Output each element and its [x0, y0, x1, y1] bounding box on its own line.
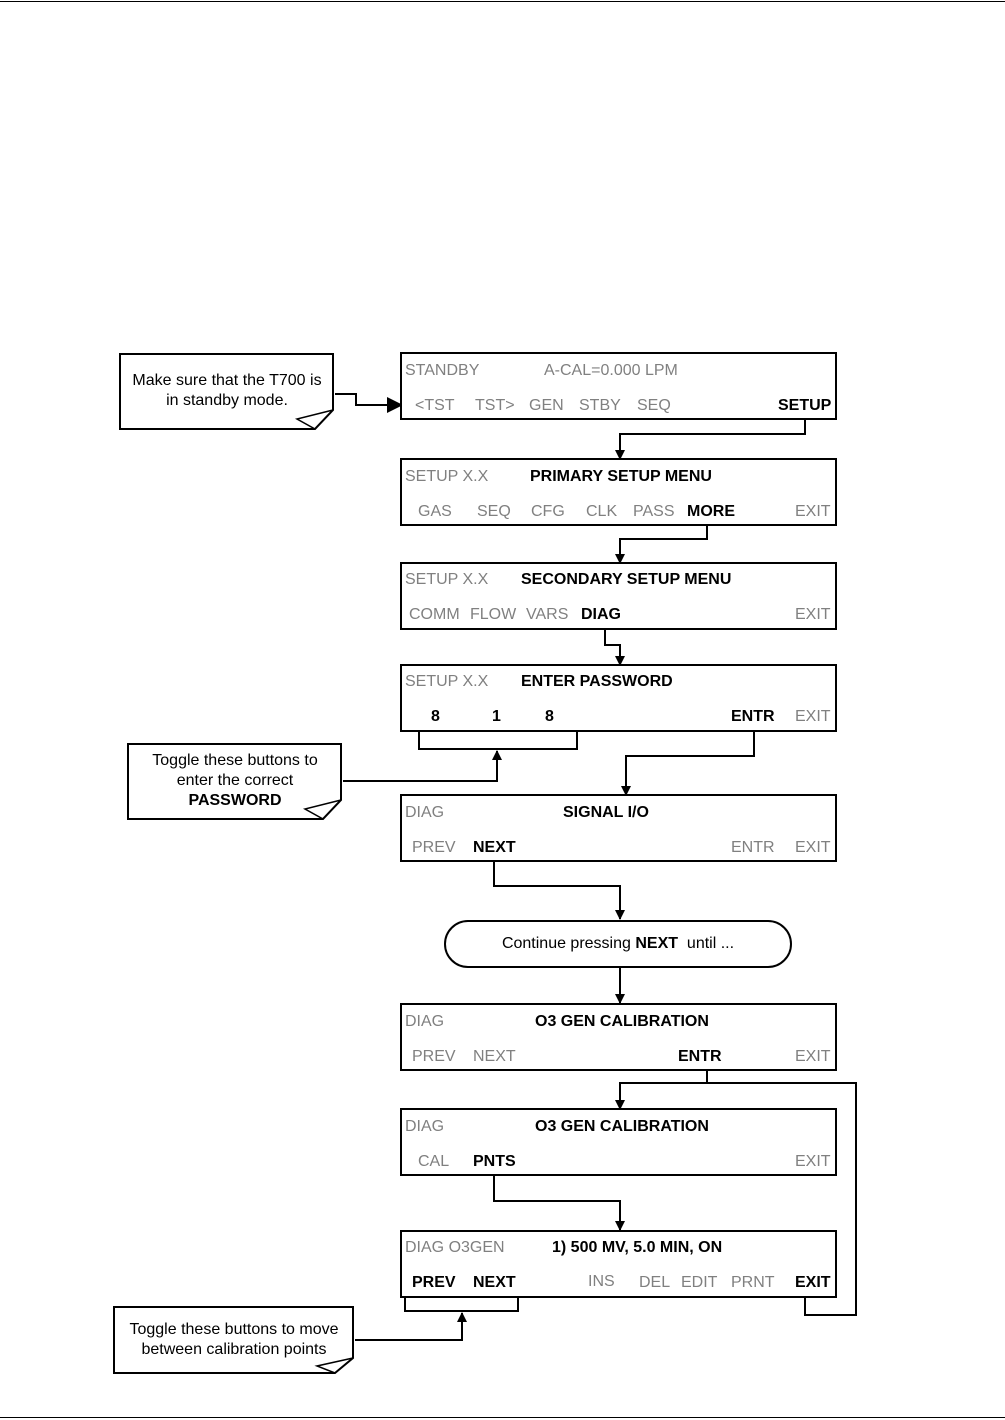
setup-button[interactable]: SETUP [778, 397, 832, 414]
calibration-points-screen: DIAG O3GEN 1) 500 MV, 5.0 MIN, ON PREV N… [400, 1230, 837, 1298]
prnt-button[interactable]: PRNT [731, 1274, 775, 1291]
calibration-points-note: Toggle these buttons to move between cal… [113, 1306, 355, 1375]
note-callout-shape [127, 743, 342, 820]
continue-text-after: until ... [678, 935, 735, 952]
screen-mode: DIAG [405, 1118, 445, 1135]
note-callout-shape [113, 1306, 354, 1374]
screen-title: SECONDARY SETUP MENU [521, 571, 732, 588]
exit-button[interactable]: EXIT [795, 1153, 831, 1170]
tst-next-button[interactable]: TST> [475, 397, 515, 414]
stby-button[interactable]: STBY [579, 397, 621, 414]
enter-password-screen: SETUP X.X ENTER PASSWORD 8 1 8 ENTR EXIT [400, 664, 837, 732]
arrow-exit-loop [707, 1082, 857, 1316]
note-callout-shape [119, 353, 334, 430]
next-button[interactable]: NEXT [473, 1274, 516, 1291]
o3-gen-calibration-screen: DIAG O3 GEN CALIBRATION PREV NEXT ENTR E… [400, 1003, 837, 1071]
ins-button[interactable]: INS [588, 1273, 615, 1290]
screen-mode: DIAG [405, 1013, 445, 1030]
screen-mode: SETUP X.X [405, 571, 489, 588]
prev-button[interactable]: PREV [412, 839, 456, 856]
entr-button[interactable]: ENTR [731, 708, 775, 725]
vars-button[interactable]: VARS [526, 606, 569, 623]
note-line: Toggle these buttons to [152, 752, 318, 769]
screen-title: PRIMARY SETUP MENU [530, 468, 712, 485]
seq-button[interactable]: SEQ [477, 503, 511, 520]
o3-gen-calibration-menu-screen: DIAG O3 GEN CALIBRATION CAL PNTS EXIT [400, 1108, 837, 1176]
arrow-note-to-standby [334, 393, 403, 413]
note-line: between calibration points [141, 1341, 327, 1358]
continue-text-bold: NEXT [635, 935, 679, 952]
exit-button[interactable]: EXIT [795, 1048, 831, 1065]
prev-button[interactable]: PREV [412, 1048, 456, 1065]
password-digit-2[interactable]: 1 [492, 708, 501, 725]
screen-mode: DIAG O3GEN [405, 1239, 505, 1256]
arrow-more-to-secondary [615, 526, 708, 564]
screen-status: A-CAL=0.000 LPM [544, 362, 678, 379]
note-line: in standby mode. [166, 392, 288, 409]
exit-button[interactable]: EXIT [795, 839, 831, 856]
signal-io-screen: DIAG SIGNAL I/O PREV NEXT ENTR EXIT [400, 794, 837, 862]
password-digit-3[interactable]: 8 [545, 708, 554, 725]
arrow-diag-to-password [604, 628, 625, 666]
gas-button[interactable]: GAS [418, 503, 452, 520]
password-digit-1[interactable]: 8 [431, 708, 440, 725]
exit-button[interactable]: EXIT [795, 708, 831, 725]
screen-mode: SETUP X.X [405, 468, 489, 485]
del-button[interactable]: DEL [639, 1274, 671, 1291]
standby-screen: STANDBY A-CAL=0.000 LPM <TST TST> GEN ST… [400, 352, 837, 420]
diag-button[interactable]: DIAG [581, 606, 621, 623]
note-line-bold: PASSWORD [188, 792, 282, 809]
arrow-entr-to-signal-io [621, 731, 755, 796]
bottom-rule [0, 1417, 1005, 1418]
entr-button[interactable]: ENTR [678, 1048, 722, 1065]
note-line: Make sure that the T700 is [132, 372, 322, 389]
arrow-pnts-to-points [493, 1175, 625, 1231]
top-rule [0, 1, 1005, 2]
exit-button[interactable]: EXIT [795, 606, 831, 623]
continue-instruction: Continue pressing NEXT until ... [444, 920, 792, 968]
screen-mode: STANDBY [405, 362, 480, 379]
primary-setup-screen: SETUP X.X PRIMARY SETUP MENU GAS SEQ CFG… [400, 458, 837, 526]
arrow-next-to-continue [493, 860, 625, 920]
tst-prev-button[interactable]: <TST [415, 397, 455, 414]
password-note: Toggle these buttons to enter the correc… [127, 743, 343, 821]
clk-button[interactable]: CLK [586, 503, 618, 520]
next-button[interactable]: NEXT [473, 839, 516, 856]
screen-mode: DIAG [405, 804, 445, 821]
pass-button[interactable]: PASS [633, 503, 675, 520]
arrow-note-to-digits [342, 750, 502, 782]
more-button[interactable]: MORE [687, 503, 735, 520]
note-line: enter the correct [176, 772, 294, 789]
screen-mode: SETUP X.X [405, 673, 489, 690]
cal-button[interactable]: CAL [418, 1153, 450, 1170]
screen-title: 1) 500 MV, 5.0 MIN, ON [552, 1239, 723, 1256]
comm-button[interactable]: COMM [409, 606, 460, 623]
seq-button[interactable]: SEQ [637, 397, 671, 414]
standby-note: Make sure that the T700 is in standby mo… [119, 353, 335, 431]
arrow-entr-to-o3cal-menu [615, 1070, 708, 1110]
arrow-note-to-prev-next [354, 1312, 467, 1341]
prev-button[interactable]: PREV [412, 1274, 456, 1291]
secondary-setup-screen: SETUP X.X SECONDARY SETUP MENU COMM FLOW… [400, 562, 837, 630]
entr-button[interactable]: ENTR [731, 839, 775, 856]
exit-button[interactable]: EXIT [795, 503, 831, 520]
screen-title: ENTER PASSWORD [521, 673, 673, 690]
cfg-button[interactable]: CFG [531, 503, 565, 520]
next-button[interactable]: NEXT [473, 1048, 516, 1065]
edit-button[interactable]: EDIT [681, 1274, 718, 1291]
continue-text-before: Continue pressing [501, 935, 636, 952]
arrow-setup-to-primary [615, 420, 806, 460]
note-line: Toggle these buttons to move [129, 1321, 339, 1338]
exit-button[interactable]: EXIT [795, 1274, 831, 1291]
screen-title: SIGNAL I/O [563, 804, 649, 821]
screen-title: O3 GEN CALIBRATION [535, 1118, 709, 1135]
gen-button[interactable]: GEN [529, 397, 564, 414]
screen-title: O3 GEN CALIBRATION [535, 1013, 709, 1030]
flow-button[interactable]: FLOW [470, 606, 517, 623]
pnts-button[interactable]: PNTS [473, 1153, 516, 1170]
